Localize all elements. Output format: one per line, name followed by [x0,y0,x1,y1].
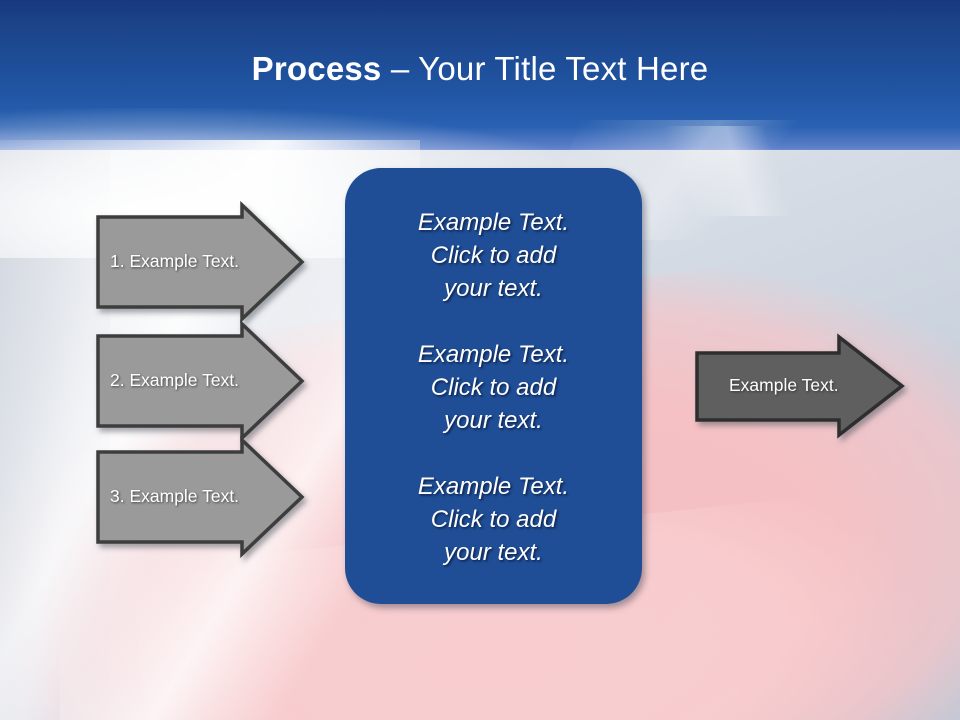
process-panel-block-1: Example Text. Click to add your text. [417,209,570,302]
page-title-strong: Process [251,50,382,87]
process-panel[interactable]: Example Text. Click to add your text. Ex… [345,168,642,604]
process-panel-block-3: Example Text. Click to add your text. [417,473,570,566]
input-arrow-2[interactable]: 2. Example Text. [96,319,305,443]
right-arrow-icon [96,319,305,443]
page-title: Process – Your Title Text Here [0,48,960,90]
process-panel-block-2: Example Text. Click to add your text. [417,341,570,434]
right-arrow-icon [96,200,305,324]
right-arrow-icon [96,435,305,559]
input-arrow-1[interactable]: 1. Example Text. [96,200,305,324]
output-arrow[interactable]: Example Text. [695,333,907,440]
right-arrow-icon [695,333,905,439]
page-title-rest: – Your Title Text Here [381,50,709,87]
input-arrow-3[interactable]: 3. Example Text. [96,435,305,559]
